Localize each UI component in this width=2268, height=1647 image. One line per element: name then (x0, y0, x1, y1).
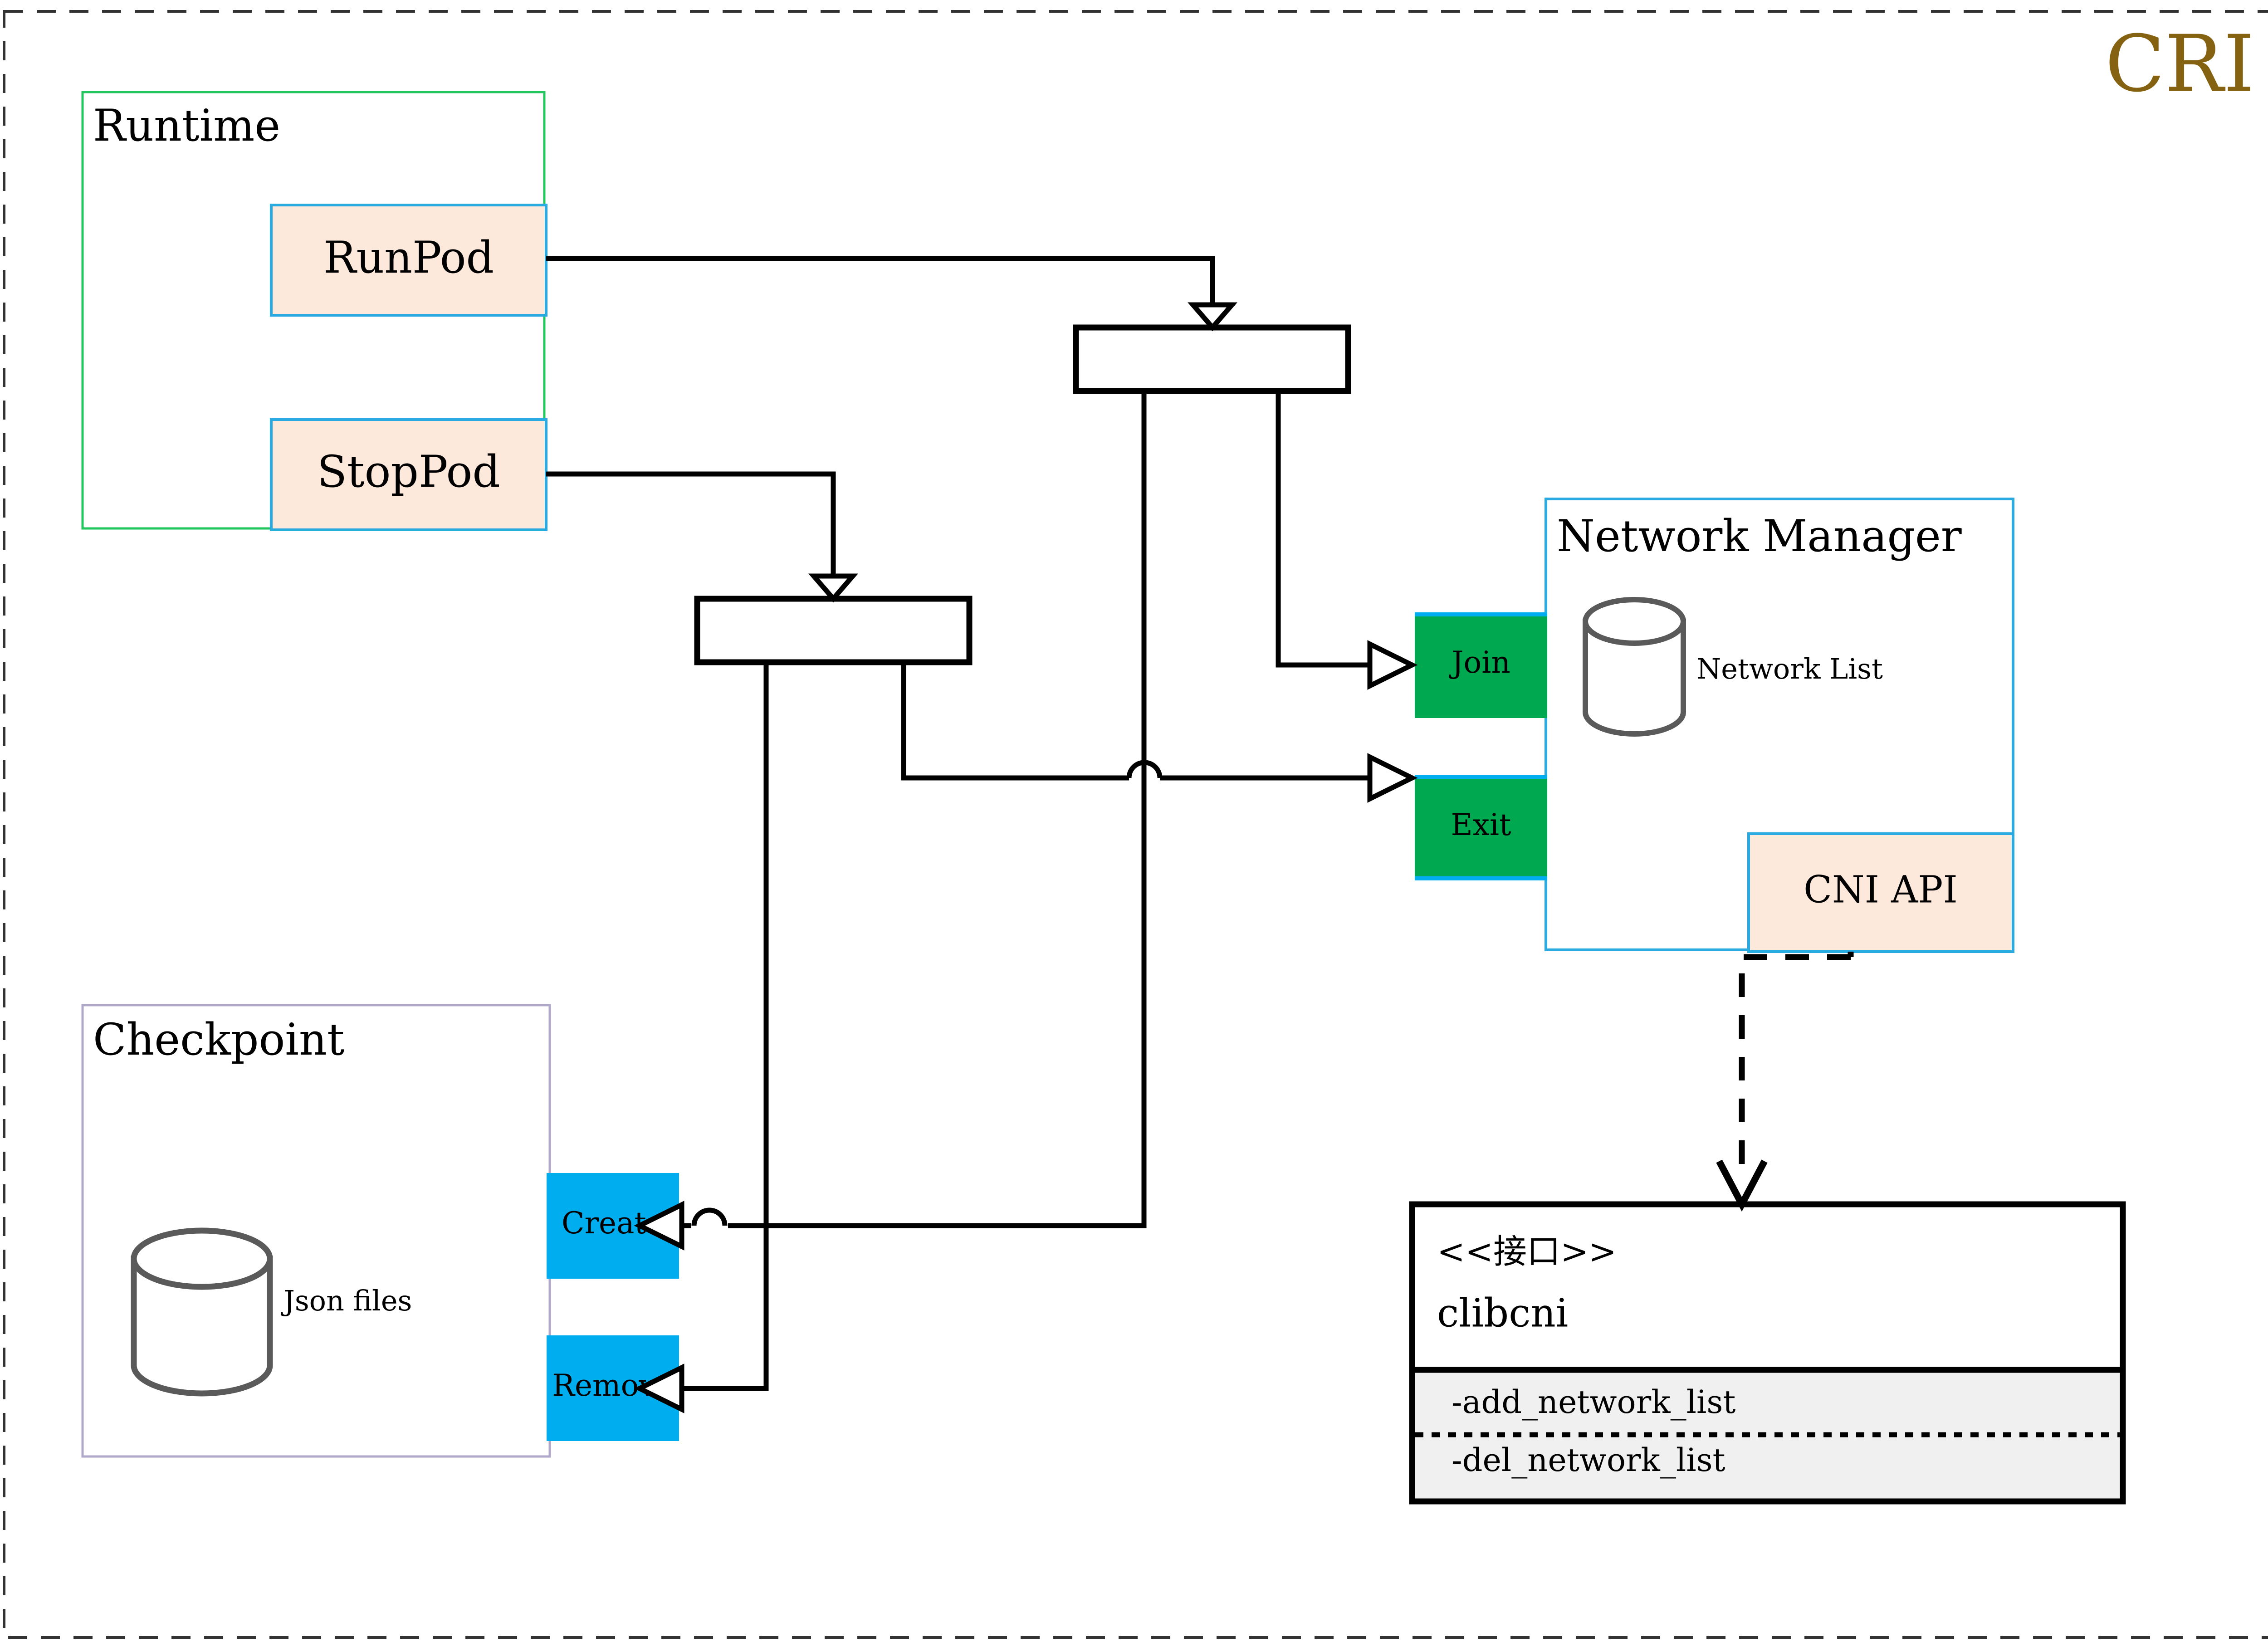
runtime-group-label: Runtime (93, 100, 280, 151)
clibcni-name: clibcni (1437, 1291, 1568, 1336)
connector-bar-2 (694, 596, 973, 665)
json-files-cylinder-icon (131, 1227, 273, 1397)
stoppod-label: StopPod (317, 446, 500, 497)
edge-create-hop (691, 1207, 728, 1226)
json-files-label: Json files (281, 1284, 412, 1317)
network-list-label: Network List (1696, 652, 1883, 685)
page-title: CRI (2105, 18, 2254, 109)
edge-join-arrowhead (1367, 640, 1418, 690)
network-list-cylinder-icon (1583, 597, 1686, 737)
clibcni-stereotype: <<接口>> (1437, 1232, 1617, 1271)
edge-exit-hop (1126, 760, 1163, 778)
realization-arrowhead-icon (1716, 1159, 1768, 1212)
edge-bar2-to-remove (682, 662, 769, 1391)
edge-stoppod-arrowhead (808, 573, 858, 603)
edge-bar1-to-create (728, 391, 1147, 1228)
checkpoint-group-label: Checkpoint (93, 1014, 344, 1065)
exit-label: Exit (1451, 807, 1511, 842)
edge-remove-arrowhead (634, 1364, 684, 1413)
edge-stoppod-to-bar2 (546, 471, 836, 576)
connector-bar-1 (1073, 324, 1351, 394)
network-manager-label: Network Manager (1557, 511, 1962, 562)
edge-runpod-to-bar1 (546, 256, 1215, 305)
edges (546, 256, 1418, 1413)
edge-cniapi-to-clibcni (1716, 952, 1854, 1212)
runpod-label: RunPod (323, 232, 494, 283)
stoppod-box[interactable] (270, 418, 547, 531)
edge-runpod-arrowhead (1188, 302, 1237, 332)
cni-api-label: CNI API (1804, 869, 1958, 912)
edge-exit-arrowhead (1367, 753, 1418, 803)
clibcni-method-add: -add_network_list (1452, 1383, 1735, 1421)
runpod-box[interactable] (270, 204, 547, 317)
join-label: Join (1449, 645, 1510, 680)
join-port[interactable] (1415, 612, 1547, 718)
checkpoint-group (81, 1004, 551, 1458)
edge-bar2-to-exit-a (901, 662, 1129, 781)
edge-bar1-to-join (1276, 391, 1370, 668)
cni-api-box[interactable] (1747, 832, 2014, 953)
edge-create-arrowhead (634, 1201, 684, 1251)
clibcni-method-del: -del_network_list (1452, 1442, 1725, 1479)
exit-port[interactable] (1415, 775, 1547, 880)
